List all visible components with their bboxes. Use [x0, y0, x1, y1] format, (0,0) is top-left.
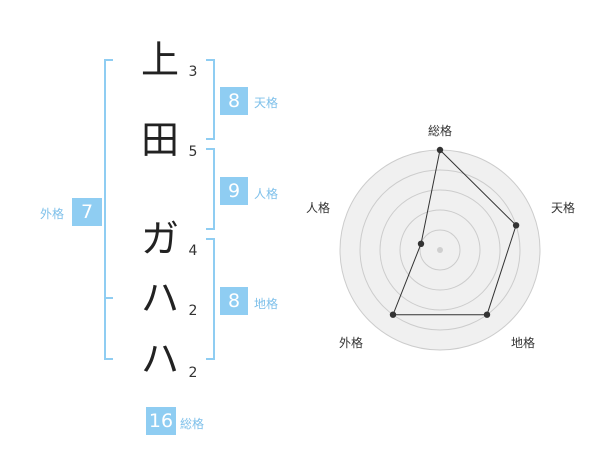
radar-series-polygon [392, 148, 517, 316]
tenkaku-value-badge: 8 [220, 87, 248, 115]
stroke-count-2: 5 [188, 144, 198, 160]
radar-axis-label-gaikaku: 外格 [338, 336, 363, 350]
name-char-4: ハ [140, 276, 179, 320]
radar-point-3 [483, 311, 491, 318]
radar-point-2 [512, 222, 520, 229]
radar-axis-label-tenkaku: 天格 [550, 201, 575, 215]
chikaku-label: 地格 [254, 297, 279, 311]
radar-axis-label-jinkaku: 人格 [305, 201, 330, 215]
soukaku-label: 総格 [180, 417, 205, 431]
gaikaku-label: 外格 [40, 207, 65, 221]
radar-center-dot [437, 247, 443, 253]
stroke-count-5: 2 [188, 365, 198, 381]
stroke-count-4: 2 [188, 303, 198, 319]
name-char-5: ハ [140, 337, 179, 381]
chikaku-value-badge: 8 [220, 287, 248, 315]
radar-ring-1 [419, 229, 461, 271]
tenkaku-label: 天格 [254, 96, 279, 110]
gaikaku-value-badge: 7 [72, 198, 102, 226]
brackets [104, 59, 215, 360]
radar-ring-4 [359, 169, 521, 331]
radar-axis-label-chikaku: 地格 [510, 336, 535, 350]
stroke-count-3: 4 [188, 243, 198, 259]
name-char-2: 田 [140, 118, 179, 162]
radar-point-4 [389, 311, 397, 318]
jinkaku-label: 人格 [254, 187, 279, 201]
radar-point-1 [436, 146, 444, 154]
jinkaku-bracket [206, 148, 215, 230]
stroke-count-1: 3 [188, 64, 198, 80]
radar-ring-3 [379, 189, 501, 311]
radar-ring-2 [399, 209, 481, 291]
radar-axis-label-soukaku: 総格 [427, 124, 452, 138]
tenkaku-bracket [206, 59, 215, 140]
name-char-1: 上 [140, 38, 179, 82]
gaikaku-bracket [104, 59, 113, 360]
soukaku-value-badge: 16 [146, 407, 176, 435]
name-char-3: ガ [140, 217, 179, 261]
chikaku-bracket [206, 238, 215, 360]
jinkaku-value-badge: 9 [220, 177, 248, 205]
radar-chart [339, 146, 541, 351]
radar-point-5 [417, 240, 425, 247]
